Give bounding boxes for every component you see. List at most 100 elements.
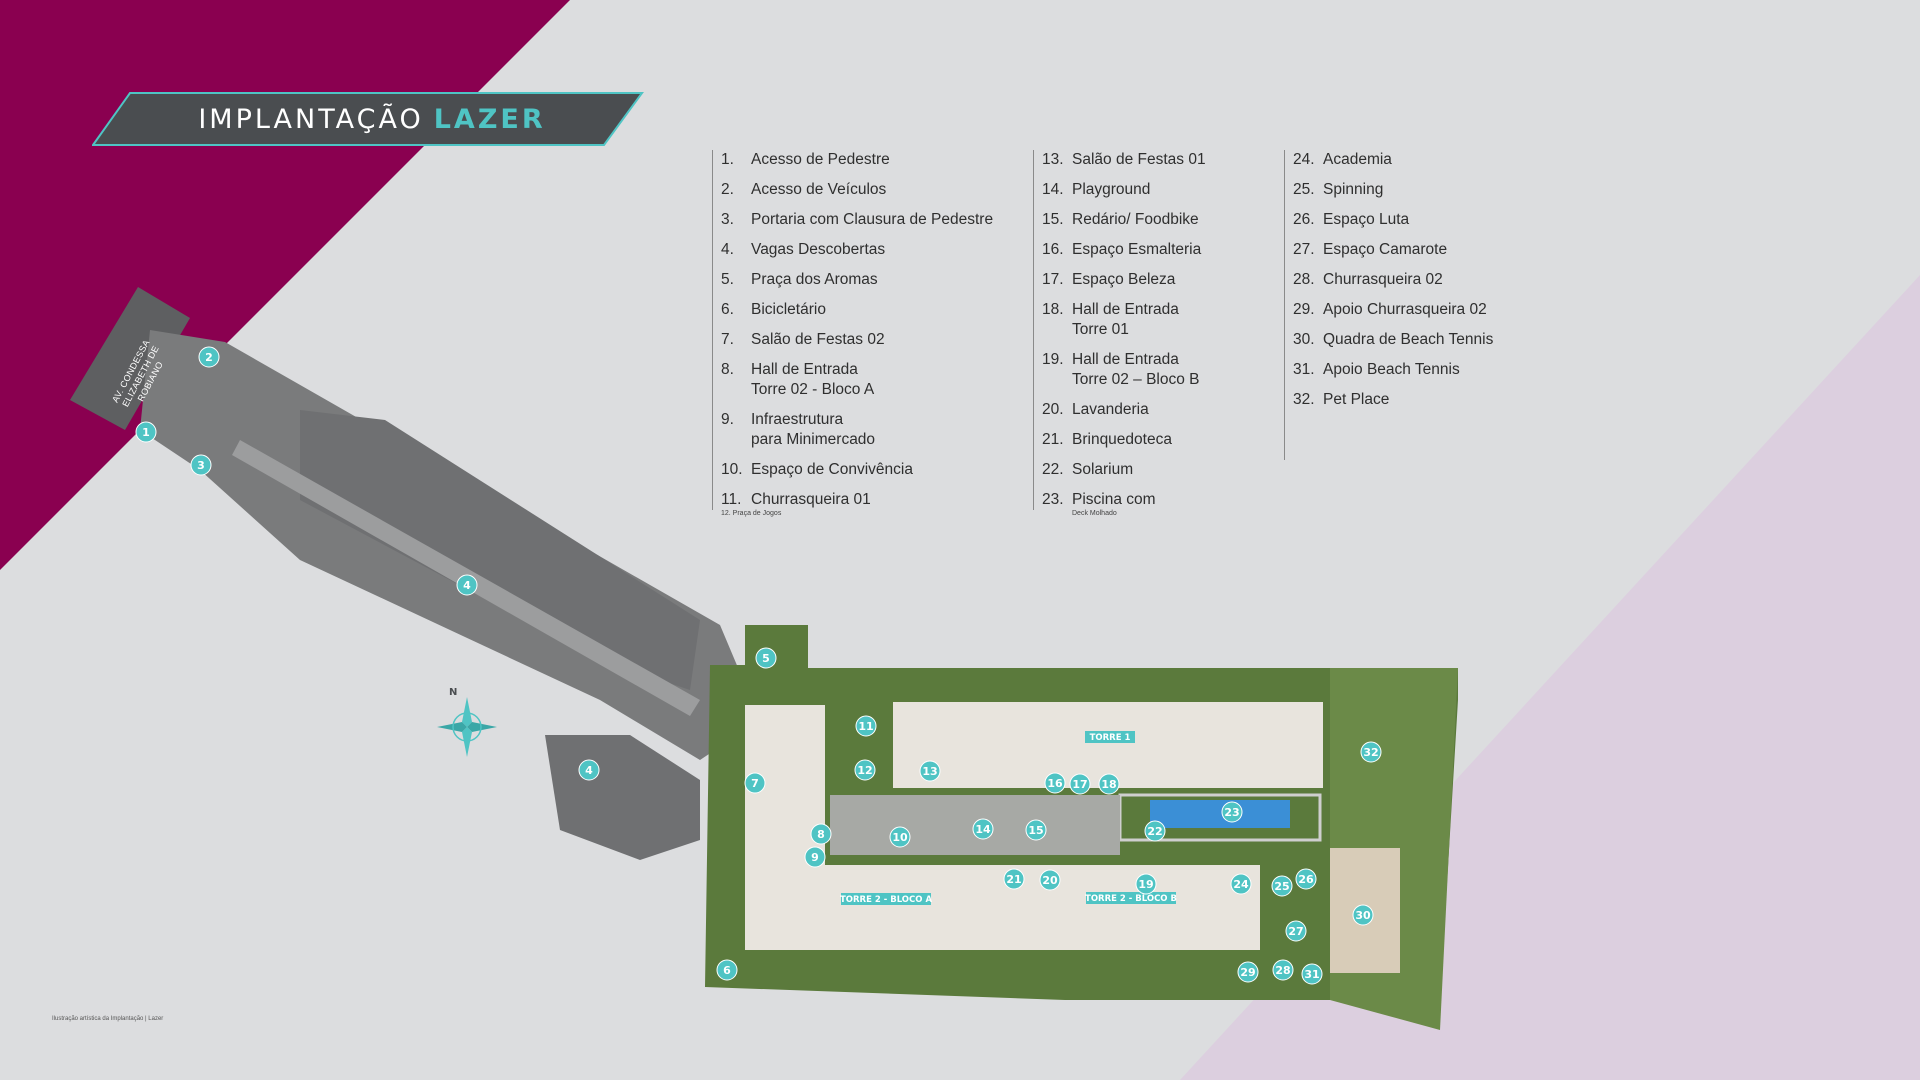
plan-marker: 22 (1144, 820, 1166, 842)
legend-number: 10. (721, 461, 743, 478)
plan-marker-number: 17 (1072, 778, 1087, 791)
plan-marker: 12 (854, 759, 876, 781)
plan-marker-number: 4 (463, 579, 471, 592)
plan-marker-number: 9 (811, 851, 819, 864)
legend-number: 2. (721, 181, 734, 198)
legend-label: Espaço de Convivência (751, 461, 913, 478)
legend-number: 8. (721, 361, 734, 378)
tower2a-wing (745, 705, 825, 950)
plan-marker: 5 (755, 647, 777, 669)
street (70, 287, 190, 430)
legend-item: 9.Infraestrutura para Minimercado (721, 410, 993, 449)
plan-marker: 4 (578, 759, 600, 781)
legend-label: Piscina com (1072, 491, 1156, 508)
plan-marker-number: 16 (1047, 777, 1063, 790)
tower-label: TORRE 1 (1085, 731, 1135, 743)
plan-marker-number: 2 (205, 351, 213, 364)
legend-item: 17.Espaço Beleza (1042, 270, 1206, 290)
legend-number: 17. (1042, 271, 1064, 288)
legend-label: Salão de Festas 01 (1072, 151, 1206, 168)
legend-label: Espaço Esmalteria (1072, 241, 1202, 258)
legend-label: Churrasqueira 02 (1323, 271, 1443, 288)
legend-column-2: 13. Salão de Festas 01 14. Playground 15.Red… (1033, 150, 1206, 517)
plan-marker-number: 27 (1288, 925, 1303, 938)
plan-marker: 19 (1135, 873, 1157, 895)
tower-label-text: TORRE 2 - BLOCO B (1085, 894, 1177, 904)
legend-item: 23.Piscina com (1042, 490, 1206, 510)
legend-item: 18.Hall de Entrada Torre 01 (1042, 300, 1206, 339)
legend-item: 16.Espaço Esmalteria (1042, 240, 1206, 260)
plan-marker: 24 (1230, 873, 1252, 895)
legend-number: 22. (1042, 461, 1064, 478)
legend-item: 1. Acesso de Pedestre (721, 150, 993, 170)
plan-marker: 32 (1360, 741, 1382, 763)
legend-label: Spinning (1323, 181, 1384, 198)
title-accent: LAZER (433, 103, 546, 135)
legend-label: Apoio Churrasqueira 02 (1323, 301, 1487, 318)
legend-item: 15.Redário/ Foodbike (1042, 210, 1206, 230)
legend-number: 32. (1293, 391, 1315, 408)
legend-item: 25. Spinning (1293, 180, 1493, 200)
legend-label: Quadra de Beach Tennis (1323, 331, 1494, 348)
tower-label-text: TORRE 1 (1090, 733, 1131, 743)
plan-marker: 9 (804, 846, 826, 868)
legend-number: 3. (721, 211, 734, 228)
legend-label: Hall de Entrada Torre 01 (1072, 301, 1179, 338)
legend-item: 29. Apoio Churrasqueira 02 (1293, 300, 1493, 320)
legend-item: 14. Playground (1042, 180, 1206, 200)
legend-item: 28.Churrasqueira 02 (1293, 270, 1493, 290)
plan-marker: 25 (1271, 875, 1293, 897)
plan-marker: 11 (855, 715, 877, 737)
compass-north-label: N (449, 687, 457, 698)
plan-marker: 16 (1044, 772, 1066, 794)
tower-label: TORRE 2 - BLOCO B (1085, 892, 1177, 904)
legend-number: 5. (721, 271, 734, 288)
parking-lot-1 (300, 410, 700, 690)
plan-marker: 13 (919, 760, 941, 782)
legend-item: 3.Portaria com Clausura de Pedestre (721, 210, 993, 230)
legend-number: 1. (721, 151, 734, 168)
pool (1150, 800, 1290, 828)
plan-marker-number: 3 (197, 459, 205, 472)
plan-marker: 4 (456, 574, 478, 596)
tower-label-text: TORRE 2 - BLOCO A (840, 895, 932, 905)
legend-label: Infraestrutura para Minimercado (751, 411, 876, 448)
legend-number: 31. (1293, 361, 1315, 378)
legend-label: Apoio Beach Tennis (1323, 361, 1460, 378)
legend-number: 25. (1293, 181, 1315, 198)
legend-number: 21. (1042, 431, 1064, 448)
legend-number: 13. (1042, 151, 1064, 168)
legend-number: 4. (721, 241, 734, 258)
plan-marker: 18 (1098, 773, 1120, 795)
legend-item: 4.Vagas Descobertas (721, 240, 993, 260)
plan-marker: 15 (1025, 819, 1047, 841)
legend-number: 30. (1293, 331, 1315, 348)
legend-label: Academia (1323, 151, 1392, 168)
compass-icon: N (437, 687, 497, 757)
plan-marker: 20 (1039, 869, 1061, 891)
legend-label: Salão de Festas 02 (751, 331, 885, 348)
legend-item: 5.Praça dos Aromas (721, 270, 993, 290)
plan-marker-number: 6 (723, 964, 731, 977)
plan-marker: 7 (744, 772, 766, 794)
legend-item: 31. Apoio Beach Tennis (1293, 360, 1493, 380)
legend-item: 27.Espaço Camarote (1293, 240, 1493, 260)
plan-marker: 10 (889, 826, 911, 848)
plan-marker: 26 (1295, 868, 1317, 890)
plan-marker-number: 4 (585, 764, 593, 777)
plan-marker: 2 (198, 346, 220, 368)
legend-number: 14. (1042, 181, 1064, 198)
legend-number: 29. (1293, 301, 1315, 318)
plan-marker-number: 18 (1101, 778, 1116, 791)
legend-item: 30. Quadra de Beach Tennis (1293, 330, 1493, 350)
plan-marker-number: 30 (1355, 909, 1371, 922)
legend-label: Hall de Entrada Torre 02 – Bloco B (1072, 351, 1200, 388)
plan-marker-number: 13 (922, 765, 937, 778)
title-main: IMPLANTAÇÃO (198, 103, 424, 135)
plan-marker: 27 (1285, 920, 1307, 942)
legend-label: Playground (1072, 181, 1151, 198)
legend-label: Acesso de Pedestre (751, 151, 890, 168)
legend-number: 15. (1042, 211, 1064, 228)
